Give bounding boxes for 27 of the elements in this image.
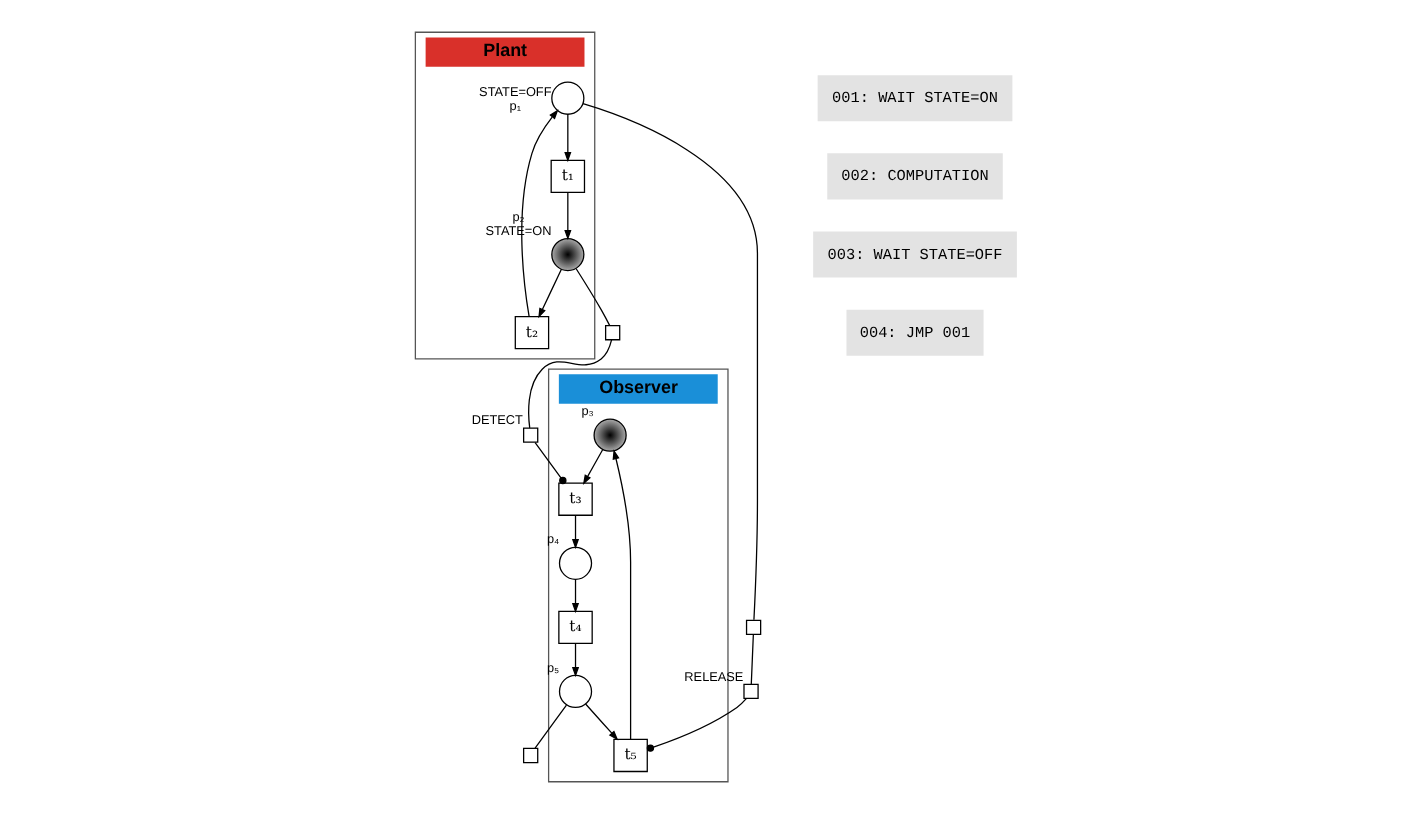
arrow xyxy=(582,448,604,485)
arrow xyxy=(571,578,580,614)
node-circle xyxy=(551,237,585,272)
arrow xyxy=(612,449,632,740)
node-circle xyxy=(593,418,627,452)
connector xyxy=(575,267,611,327)
node-circle xyxy=(551,81,585,115)
arrow xyxy=(571,514,580,550)
node-box xyxy=(523,427,539,443)
node-box xyxy=(523,747,539,764)
connector xyxy=(528,339,613,429)
node-box xyxy=(745,619,762,636)
connector xyxy=(646,698,747,752)
arrow xyxy=(538,268,563,319)
connector xyxy=(750,634,754,685)
arrow xyxy=(564,191,572,241)
node-circle xyxy=(558,546,593,580)
arrow xyxy=(521,109,559,317)
connector xyxy=(534,704,568,749)
node-circle xyxy=(558,674,593,709)
connector xyxy=(582,103,759,621)
arrow xyxy=(585,703,619,741)
connector xyxy=(534,441,567,485)
node-box xyxy=(605,325,621,341)
arrow xyxy=(564,113,572,163)
node-box xyxy=(743,683,759,700)
arrow xyxy=(571,642,580,678)
